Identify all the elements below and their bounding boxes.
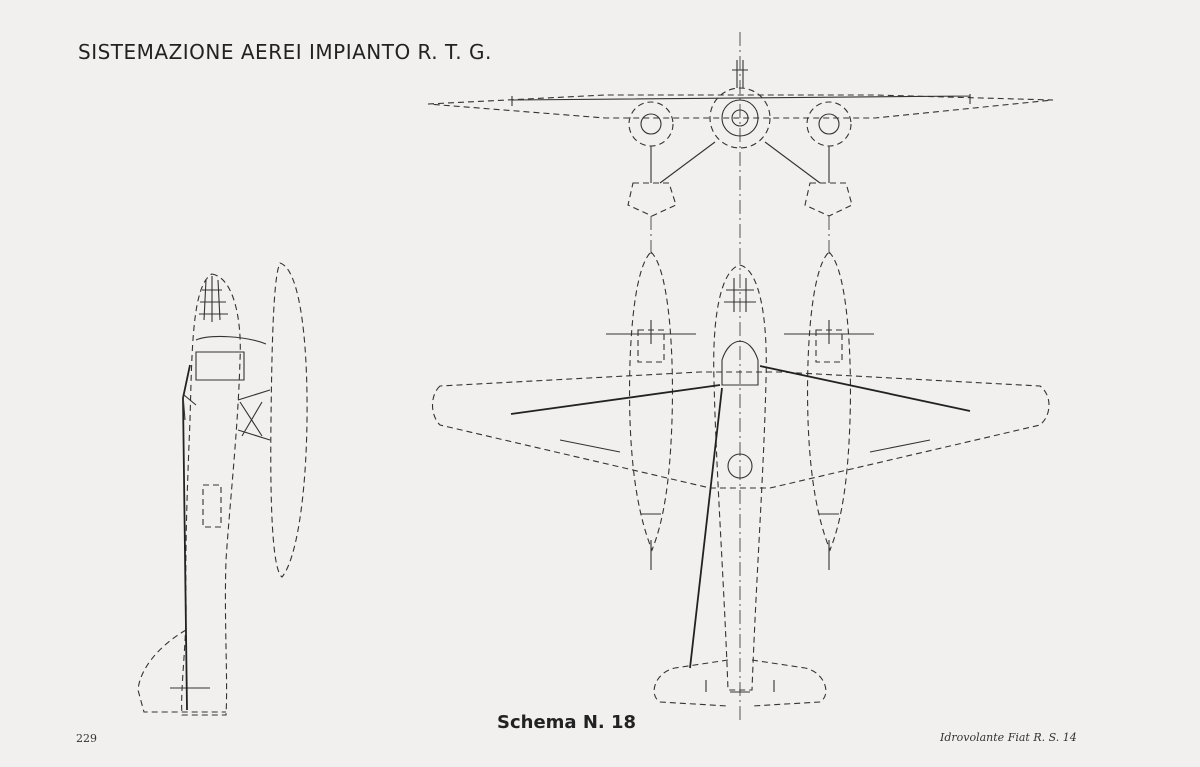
plan-view — [431, 250, 1050, 720]
plan-view-tailplane — [653, 659, 827, 707]
front-view-float-left — [627, 182, 677, 217]
plan-view-float-right — [806, 251, 852, 552]
figure-caption: Schema N. 18 — [497, 712, 637, 733]
side-view-float — [270, 262, 308, 578]
running-footer-title: Idrovolante Fiat R. S. 14 — [940, 731, 1077, 744]
side-view — [137, 262, 308, 716]
plan-view-fuselage — [713, 264, 767, 691]
plan-view-float-left — [628, 251, 674, 552]
page-number: 229 — [76, 732, 97, 745]
side-view-fuselage — [181, 273, 241, 716]
page-title: SISTEMAZIONE AEREI IMPIANTO R. T. G. — [78, 40, 492, 64]
front-view-float-right — [804, 182, 853, 217]
plan-view-antenna-wire-right — [759, 365, 971, 412]
front-view — [427, 32, 1054, 258]
plan-view-wing — [431, 371, 1050, 489]
plan-view-antenna-wire-left — [510, 384, 721, 415]
front-view-wing — [427, 94, 1054, 119]
plan-view-antenna-wire-tail — [689, 387, 723, 669]
side-view-tail — [137, 629, 226, 713]
